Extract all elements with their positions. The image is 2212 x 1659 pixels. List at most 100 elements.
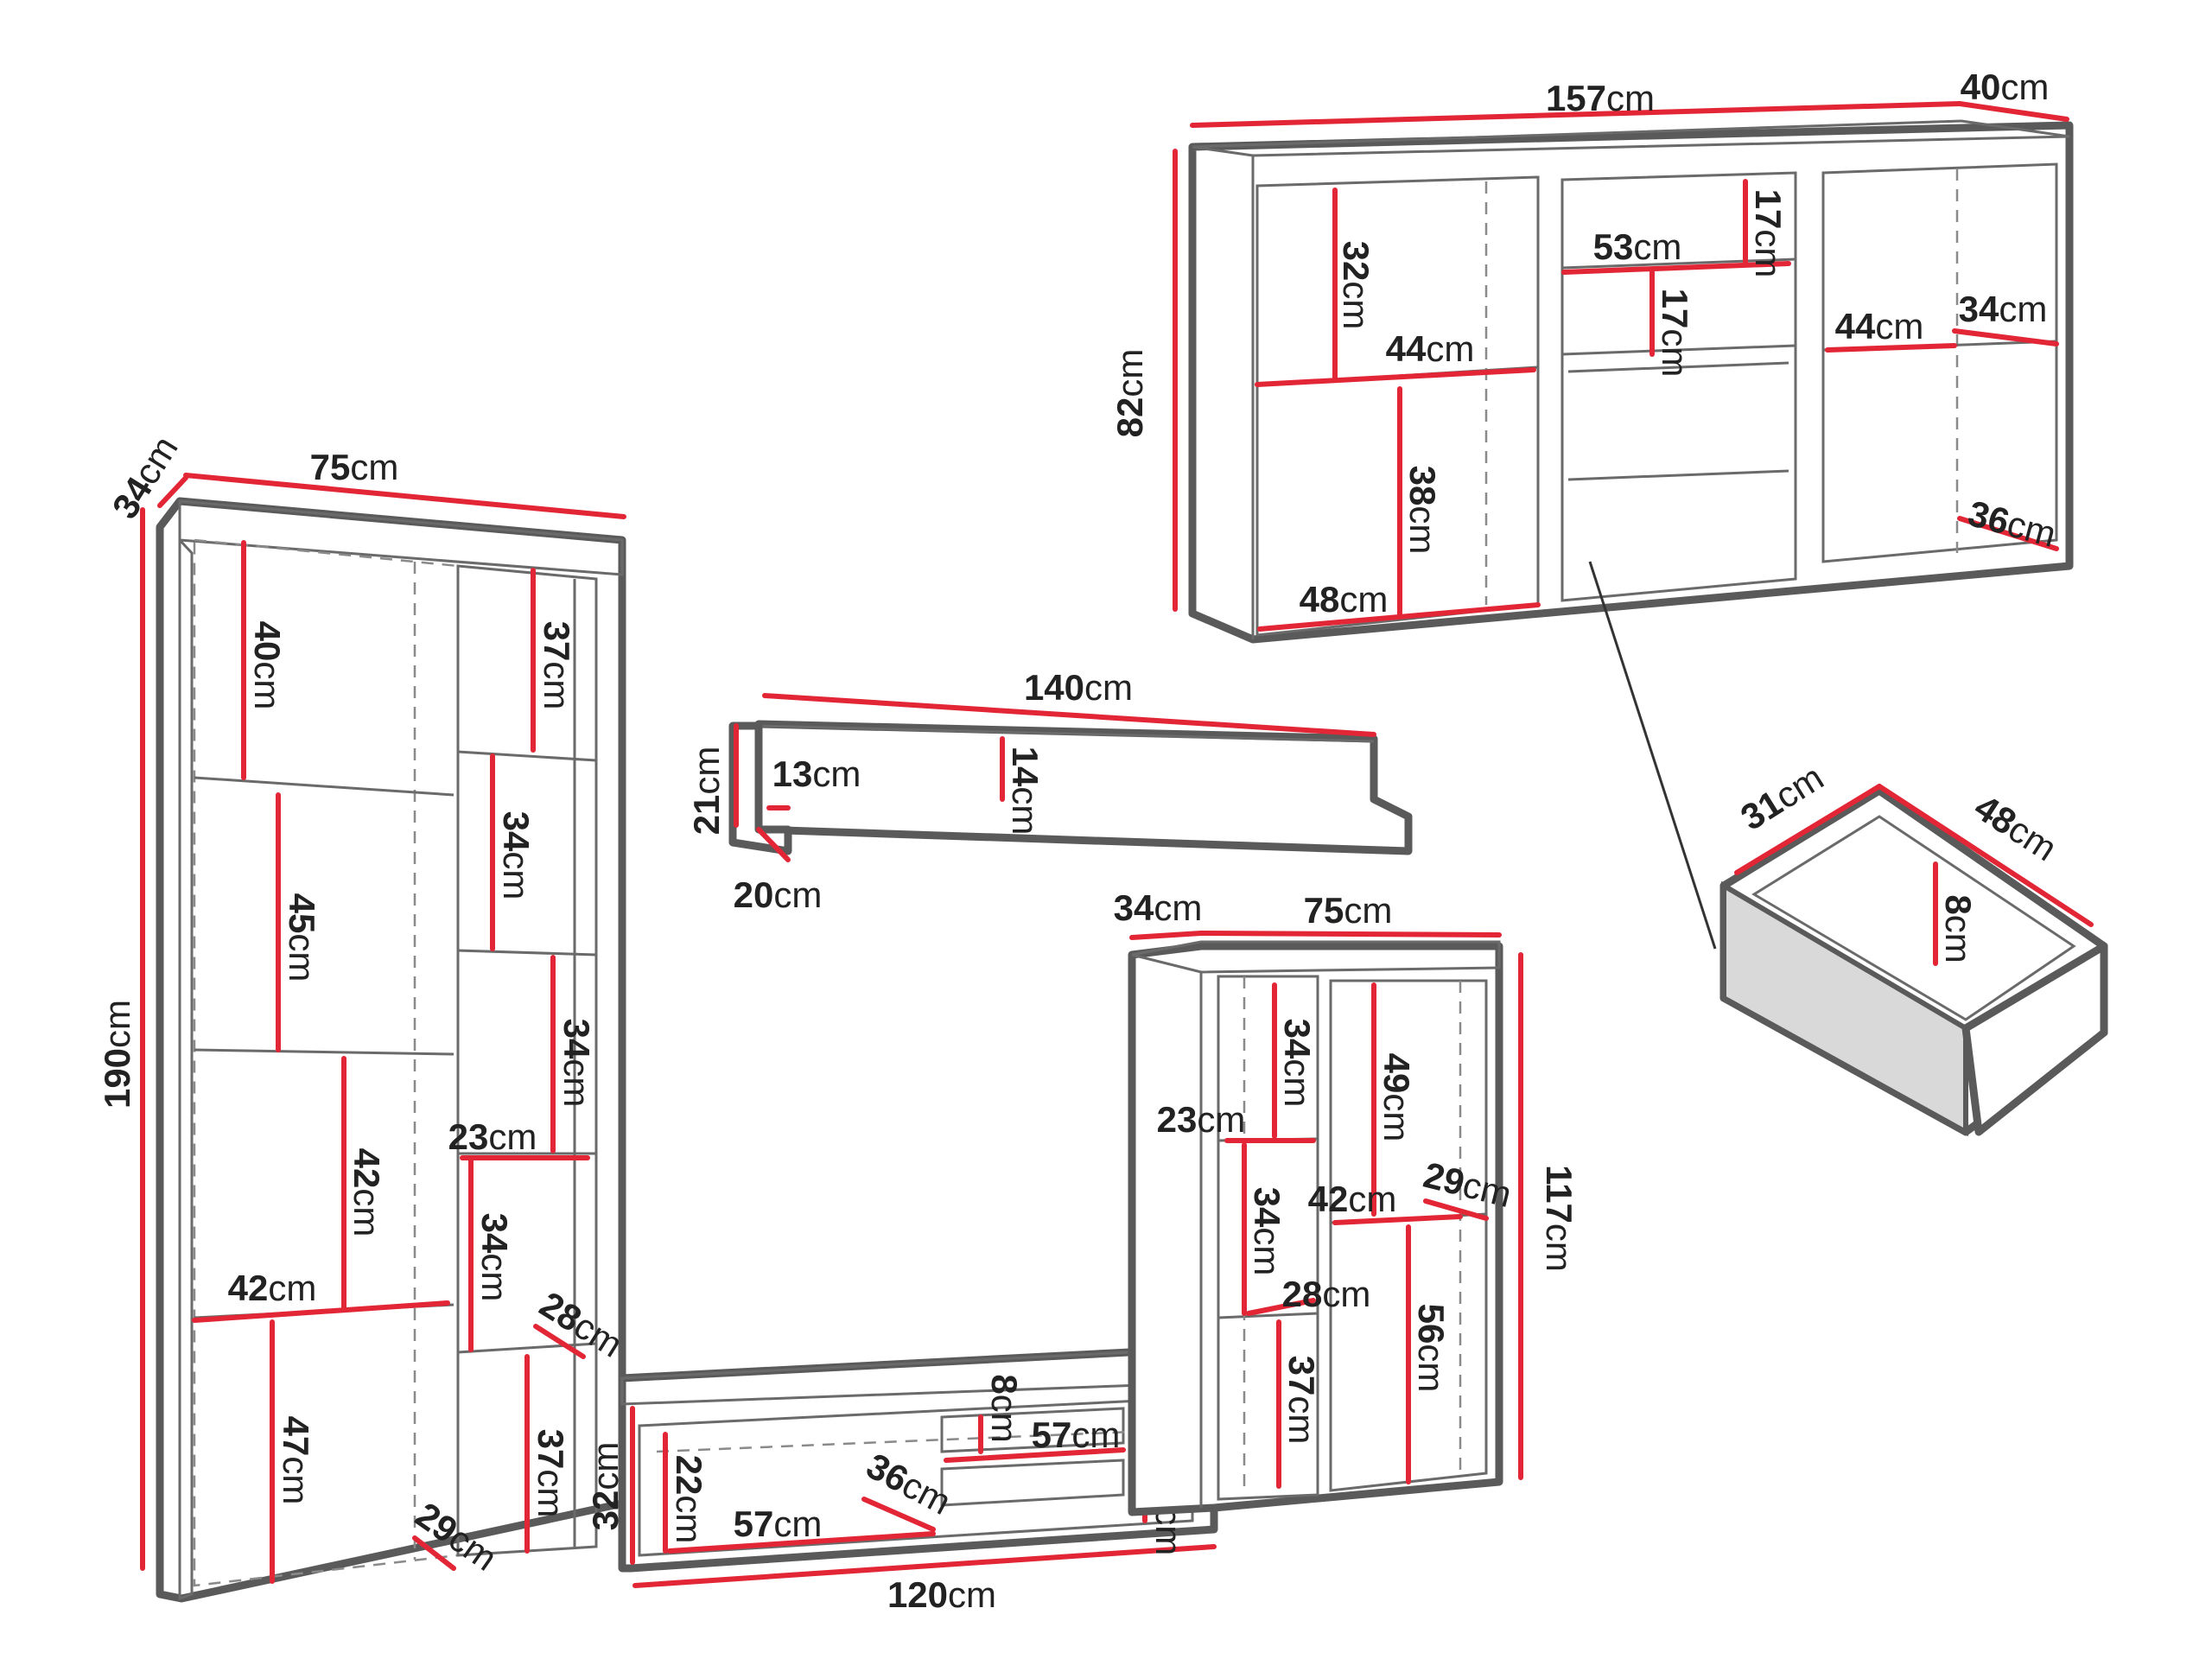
dim-line-vit-width <box>1198 931 1502 938</box>
label-tall-s2: 45cm <box>282 893 322 982</box>
label-tall-col-b: 34cm <box>496 811 537 900</box>
dim-line-tv-drawer-w <box>944 1447 1126 1463</box>
label-shelf-height: 21cm <box>686 747 727 836</box>
label-sb-r-depth: 34cm <box>1959 289 2048 329</box>
dim-line-tall-shelf-width <box>192 1300 450 1323</box>
label-tv-drawer-h: 8cm <box>984 1374 1025 1442</box>
tv-stand-inner-back <box>656 1428 1176 1453</box>
label-vit-col-width: 23cm <box>1157 1099 1246 1140</box>
label-sb-r-shelf: 44cm <box>1835 306 1924 346</box>
label-vit-lower: 56cm <box>1411 1304 1452 1393</box>
vitrine-top <box>1131 940 1501 974</box>
dim-line-tall-col-depth <box>533 1324 586 1359</box>
tv-stand-drawer <box>940 1407 1125 1453</box>
label-sb-m-second: 17cm <box>1655 289 1695 378</box>
label-tall-s4: 47cm <box>276 1416 316 1505</box>
dim-line-sb-m-width <box>1561 261 1791 275</box>
dim-line-sb-l-bottom <box>1257 602 1541 632</box>
wall-shelf: 140cm 21cm 20cm 13cm 14cm <box>686 667 1413 915</box>
label-sb-l-upper: 32cm <box>1336 241 1376 330</box>
label-sb-m-width: 53cm <box>1593 226 1682 267</box>
sideboard-mid-shelf-1 <box>1561 257 1796 270</box>
label-sb-width: 157cm <box>1546 78 1655 118</box>
dim-line-shelf-width <box>762 693 1376 737</box>
tv-stand-niche <box>940 1459 1125 1507</box>
label-sb-l-bottom: 48cm <box>1300 579 1389 620</box>
dim-line-vit-shelf-d <box>1423 1198 1489 1221</box>
label-vit-col-a: 34cm <box>1277 1019 1318 1108</box>
drawer-callout-line <box>1588 561 1717 950</box>
dim-line-tv-depth <box>861 1497 936 1532</box>
dim-line-tv-width <box>632 1544 1217 1588</box>
dim-line-sb-r-depth <box>1952 328 2059 346</box>
label-tall-width: 75cm <box>310 447 399 487</box>
label-tall-shelf-width: 42cm <box>228 1268 317 1308</box>
label-vit-height: 117cm <box>1539 1165 1580 1272</box>
sideboard-middle-section <box>1560 171 1797 602</box>
tall-shelf-1 <box>194 776 454 797</box>
drawer-inner <box>1751 815 2076 1021</box>
vitrine-right-section <box>1329 979 1488 1492</box>
label-sb-height: 82cm <box>1109 349 1150 438</box>
label-sb-m-top: 17cm <box>1748 189 1789 278</box>
label-tv-inner-w: 57cm <box>734 1503 823 1544</box>
vitrine-left-column <box>1217 975 1319 1501</box>
label-sb-depth: 40cm <box>1961 67 2050 107</box>
label-tall-s1: 40cm <box>247 621 288 710</box>
label-tall-col-c: 34cm <box>556 1019 597 1108</box>
label-tv-width: 120cm <box>887 1574 996 1615</box>
sideboard-mid-drawer-2 <box>1567 469 1789 481</box>
vitrine: 34cm 75cm 117cm 34cm 23cm 34cm 28cm 37cm… <box>1114 887 1580 1516</box>
tall-col-shelf-1 <box>457 750 597 762</box>
label-vit-upper: 49cm <box>1376 1053 1417 1142</box>
label-tv-height: 32cm <box>585 1442 626 1531</box>
label-vit-width: 75cm <box>1304 890 1393 931</box>
tall-cabinet-top <box>178 499 624 576</box>
tall-col-shelf-4 <box>457 1342 597 1354</box>
dim-line-tall-depth <box>157 475 188 508</box>
label-sb-l-lower: 38cm <box>1402 466 1443 555</box>
drawer-detail: 31cm 48cm 8cm <box>1719 757 2108 1137</box>
label-tall-s3: 42cm <box>346 1148 387 1237</box>
label-tv-inner-h: 22cm <box>669 1455 709 1544</box>
dim-line-shelf-depth <box>756 827 791 862</box>
sideboard: 157cm 40cm 82cm 32cm 44cm 38cm 48cm 17cm… <box>1109 67 2074 950</box>
label-shelf-inner-h: 13cm <box>772 753 861 794</box>
label-vit-col-b: 34cm <box>1247 1187 1287 1276</box>
dim-line-sb-depth <box>1957 101 2069 122</box>
vitrine-col-shelf-2 <box>1217 1312 1319 1319</box>
tall-cabinet: 75cm 34cm 190cm 40cm 45cm 42cm 47cm 42cm… <box>97 429 630 1603</box>
label-vit-col-c: 37cm <box>1281 1356 1322 1445</box>
tall-shelf-2 <box>194 1048 454 1056</box>
dim-line-vit-shelf-w <box>1332 1214 1463 1225</box>
dim-line-tall-width <box>183 473 626 519</box>
drawer-front <box>1961 942 2108 1136</box>
tall-col-shelf-2 <box>457 949 597 957</box>
drawer-side-panel <box>1721 880 1968 1137</box>
dim-line-vit-col-depth <box>1246 1298 1316 1316</box>
label-shelf-front: 14cm <box>1005 747 1046 836</box>
dim-line-dr-width <box>1877 784 2094 927</box>
label-shelf-width: 140cm <box>1024 667 1133 708</box>
dim-line-sb-l-shelf <box>1255 367 1536 387</box>
dim-line-sb-width <box>1190 101 1962 128</box>
label-tall-col-d: 34cm <box>474 1213 515 1302</box>
label-tall-col-width: 23cm <box>448 1116 537 1157</box>
sideboard-body <box>1188 121 2074 644</box>
dim-line-vit-depth <box>1129 931 1204 940</box>
wall-shelf-side <box>728 721 792 855</box>
tv-stand-front <box>638 1396 1194 1557</box>
label-tv-drawer-w: 57cm <box>1032 1414 1121 1455</box>
dim-line-sb-r-bottom <box>1957 516 2059 551</box>
label-vit-shelf-w: 42cm <box>1308 1179 1397 1219</box>
dim-line-dr-depth <box>1734 784 1882 875</box>
label-tall-height: 190cm <box>97 1000 137 1109</box>
wall-shelf-top-edge <box>758 724 1375 743</box>
label-shelf-depth: 20cm <box>734 874 823 915</box>
label-tall-col-a: 37cm <box>537 621 577 710</box>
label-tall-col-e: 37cm <box>531 1429 571 1518</box>
label-vit-depth: 34cm <box>1114 887 1203 928</box>
label-dr-width: 48cm <box>1967 786 2064 868</box>
